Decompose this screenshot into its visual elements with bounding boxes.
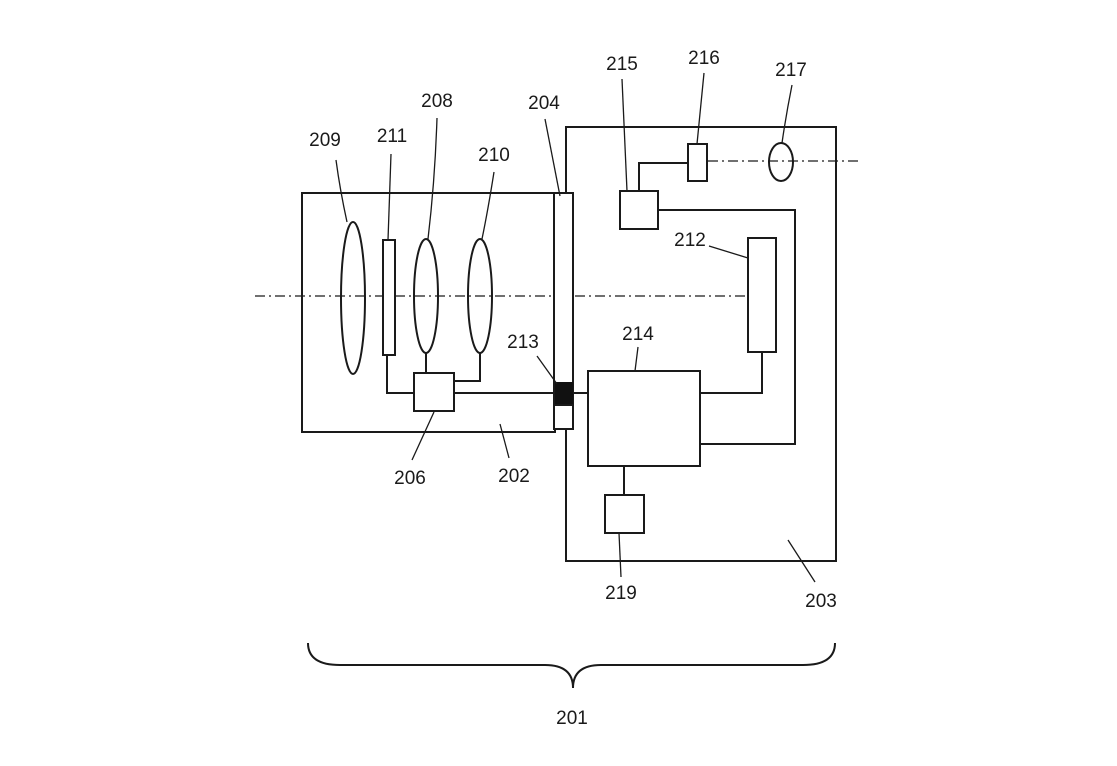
- unit-216: [687, 143, 708, 182]
- leader-206: [411, 411, 435, 461]
- lens-controller-206: [413, 372, 455, 412]
- leader-215: [621, 78, 628, 192]
- label-204: 204: [528, 93, 560, 114]
- body-controller-214: [587, 370, 701, 467]
- contact-213: [555, 382, 573, 404]
- element-211: [382, 239, 396, 356]
- label-211: 211: [377, 126, 407, 147]
- leader-214: [634, 346, 639, 372]
- leader-212: [708, 245, 749, 259]
- label-213: 213: [507, 332, 539, 353]
- leader-216: [696, 72, 705, 145]
- leader-208: [427, 117, 438, 240]
- label-215: 215: [606, 54, 638, 75]
- label-212: 212: [674, 230, 706, 251]
- leader-217: [781, 84, 793, 144]
- wire-214-212: [700, 352, 763, 394]
- label-209: 209: [309, 130, 341, 151]
- leader-202: [499, 423, 510, 459]
- unit-215: [619, 190, 659, 230]
- label-219: 219: [605, 583, 637, 604]
- label-206: 206: [394, 468, 426, 489]
- leader-211: [387, 153, 392, 241]
- wire-215-214: [658, 209, 796, 445]
- label-202: 202: [498, 466, 530, 487]
- image-sensor-212: [747, 237, 777, 353]
- lens-209: [340, 221, 366, 375]
- label-201: 201: [556, 708, 588, 729]
- wire-210-206: [454, 353, 481, 382]
- label-203: 203: [805, 591, 837, 612]
- leader-213: [536, 355, 558, 385]
- wire-211-206: [386, 355, 414, 394]
- leader-204: [544, 118, 561, 197]
- bracket-201: [307, 642, 836, 689]
- label-210: 210: [478, 145, 510, 166]
- eyepiece-217: [768, 142, 794, 182]
- leader-209: [335, 159, 348, 223]
- label-214: 214: [622, 324, 654, 345]
- mount-204: [553, 192, 574, 430]
- leader-203: [787, 539, 816, 583]
- label-217: 217: [775, 60, 807, 81]
- leader-219: [618, 532, 622, 578]
- leader-210: [481, 171, 495, 240]
- unit-219: [604, 494, 645, 534]
- label-208: 208: [421, 91, 453, 112]
- label-216: 216: [688, 48, 720, 69]
- wire-215-216: [638, 162, 688, 191]
